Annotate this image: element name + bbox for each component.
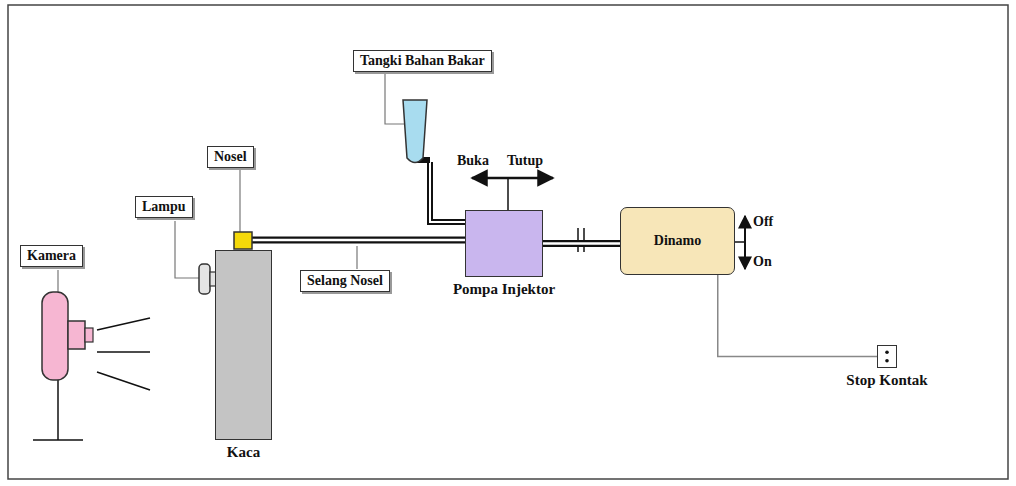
control-label: On <box>753 254 772 270</box>
part-label: Nosel <box>207 146 254 168</box>
part-name: Pompa Injektor <box>453 281 555 298</box>
part-name: Kamera <box>27 248 76 264</box>
valve-arrow <box>472 178 553 210</box>
camera <box>33 270 150 440</box>
frame <box>8 5 1008 479</box>
part-name: Tangki Bahan Bakar <box>360 53 485 69</box>
part-name: Lampu <box>142 199 186 215</box>
power-cable <box>718 275 877 357</box>
part-label: Kamera <box>20 245 83 267</box>
socket-box: Stop Kontak <box>877 345 897 368</box>
control-label: Tutup <box>507 153 543 169</box>
part-name: Selang Nosel <box>307 273 383 289</box>
part-label: Lampu <box>135 196 193 218</box>
socket-holes <box>878 346 896 367</box>
dynamo-box: Dinamo <box>620 207 735 275</box>
part-name: Stop Kontak <box>846 372 927 389</box>
part-name: Nosel <box>214 149 247 165</box>
glass-chamber: Kaca <box>215 250 272 440</box>
nozzle <box>234 170 252 249</box>
control-label: Off <box>753 214 773 230</box>
pump-box: Pompa Injektor <box>465 210 543 277</box>
nozzle-hose <box>252 240 465 269</box>
fuel-tank <box>385 73 465 222</box>
drive-shaft <box>543 243 620 244</box>
part-label: Tangki Bahan Bakar <box>353 50 492 72</box>
part-label: Selang Nosel <box>300 270 390 292</box>
control-label: Buka <box>457 153 489 169</box>
part-name: Dinamo <box>654 233 701 249</box>
switch-arrow <box>735 216 745 269</box>
part-name: Kaca <box>227 444 260 461</box>
lamp <box>175 221 216 294</box>
